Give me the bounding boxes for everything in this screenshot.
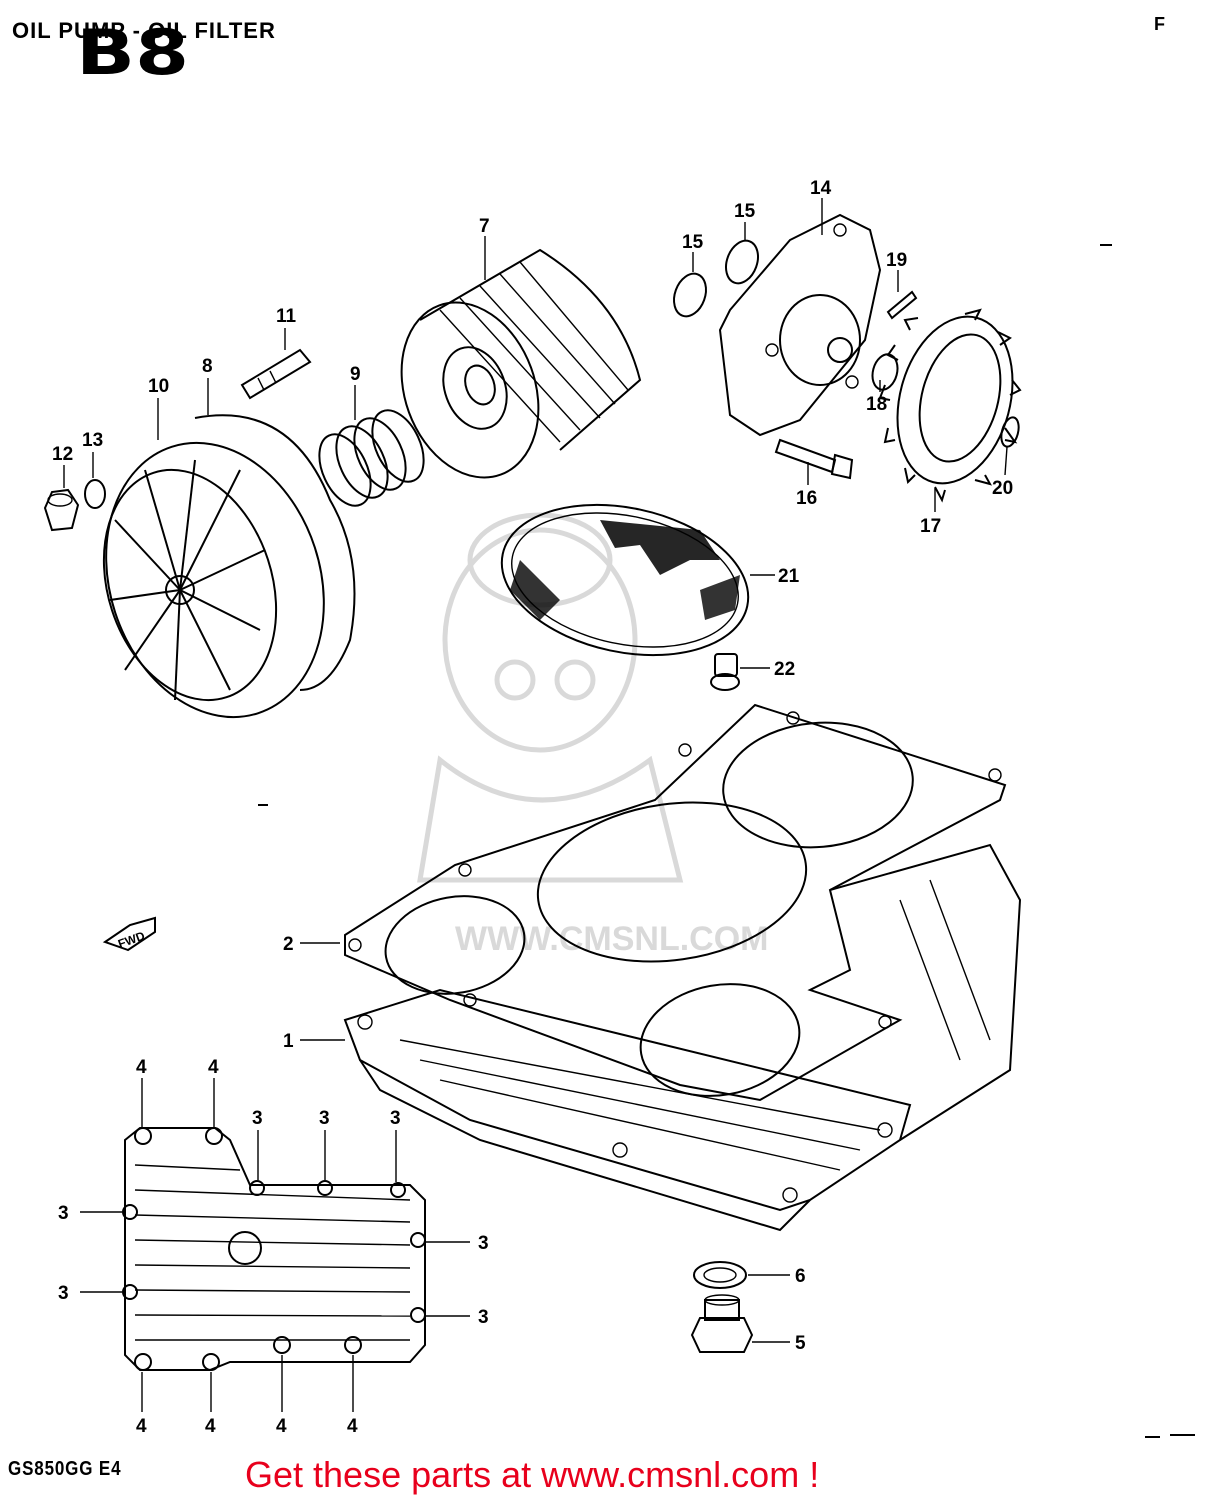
part-o-ring-15b[interactable] (720, 236, 763, 288)
callout-4-d: 4 (205, 1416, 216, 1437)
callout-13: 13 (82, 430, 103, 451)
part-washer[interactable] (84, 479, 106, 509)
callout-19: 19 (886, 250, 907, 271)
section-code: B8 (76, 16, 190, 89)
callout-3-a: 3 (252, 1108, 263, 1129)
callout-10: 10 (148, 376, 169, 397)
part-oil-pump[interactable] (718, 213, 882, 437)
part-oil-pan-gasket[interactable] (344, 703, 1007, 1108)
callout-3-d: 3 (58, 1203, 69, 1224)
callout-15b: 15 (734, 201, 756, 222)
callout-3-c: 3 (390, 1108, 401, 1129)
callout-9: 9 (350, 364, 361, 385)
callout-3-f: 3 (478, 1233, 489, 1254)
part-circlip-20[interactable] (998, 415, 1021, 448)
leader-lines (63, 198, 1008, 1412)
part-driven-gear[interactable] (878, 304, 1030, 503)
part-screw-22[interactable] (710, 653, 740, 691)
part-pin-19[interactable] (886, 290, 918, 320)
callout-3-g: 3 (478, 1307, 489, 1328)
callout-5: 5 (795, 1333, 806, 1354)
part-cover-o-ring[interactable] (194, 414, 356, 691)
part-drain-plug[interactable] (690, 1294, 754, 1353)
part-o-ring-15a[interactable] (668, 269, 711, 321)
watermark-text: WWW.CMSNL.COM (455, 920, 769, 958)
part-oil-filter-element[interactable] (378, 248, 642, 497)
callout-labels: 11 8 10 9 12 13 7 15 15 14 19 18 16 17 2… (52, 178, 1013, 1437)
corner-mark: F (1154, 14, 1165, 34)
callout-3-e: 3 (58, 1283, 69, 1304)
callout-4-e: 4 (276, 1416, 287, 1437)
scan-marks (258, 244, 1195, 1438)
callout-21: 21 (778, 566, 800, 587)
part-drain-plug-gasket[interactable] (693, 1261, 747, 1289)
callout-4-b: 4 (208, 1057, 219, 1078)
callout-22: 22 (774, 659, 795, 680)
callout-6: 6 (795, 1266, 806, 1287)
callout-2: 2 (283, 934, 294, 955)
callout-8: 8 (202, 356, 213, 377)
forward-arrow-icon: FWD (102, 916, 156, 952)
callout-16: 16 (796, 488, 817, 509)
watermark: WWW.CMSNL.COM (417, 512, 769, 958)
callout-17: 17 (920, 516, 941, 537)
callout-4-c: 4 (136, 1416, 147, 1437)
part-cap-nut[interactable] (43, 488, 80, 532)
cmsnl-banner-link[interactable]: Get these parts at www.cmsnl.com ! (245, 1454, 820, 1495)
callout-4-f: 4 (347, 1416, 358, 1437)
diagram-title: OIL PUMP - OIL FILTER (12, 18, 276, 43)
part-bolt-16[interactable] (774, 438, 854, 480)
callout-3-b: 3 (319, 1108, 330, 1129)
callout-20: 20 (992, 478, 1013, 499)
callout-4-a: 4 (136, 1057, 147, 1078)
part-spring[interactable] (309, 402, 434, 513)
callout-18: 18 (866, 394, 887, 415)
model-code: GS850GG E4 (8, 1458, 122, 1480)
part-oil-pan[interactable] (343, 843, 1022, 1232)
part-oil-strainer[interactable] (488, 484, 762, 677)
part-bolt-11[interactable] (240, 348, 312, 400)
oil-pan-bottom-view (122, 1127, 426, 1371)
callout-11: 11 (276, 306, 297, 327)
callout-15a: 15 (682, 232, 704, 253)
callout-12: 12 (52, 444, 73, 465)
callout-1: 1 (283, 1031, 294, 1052)
part-oil-filter-cover[interactable] (72, 414, 358, 745)
callout-7: 7 (479, 216, 490, 237)
callout-14: 14 (810, 178, 832, 199)
